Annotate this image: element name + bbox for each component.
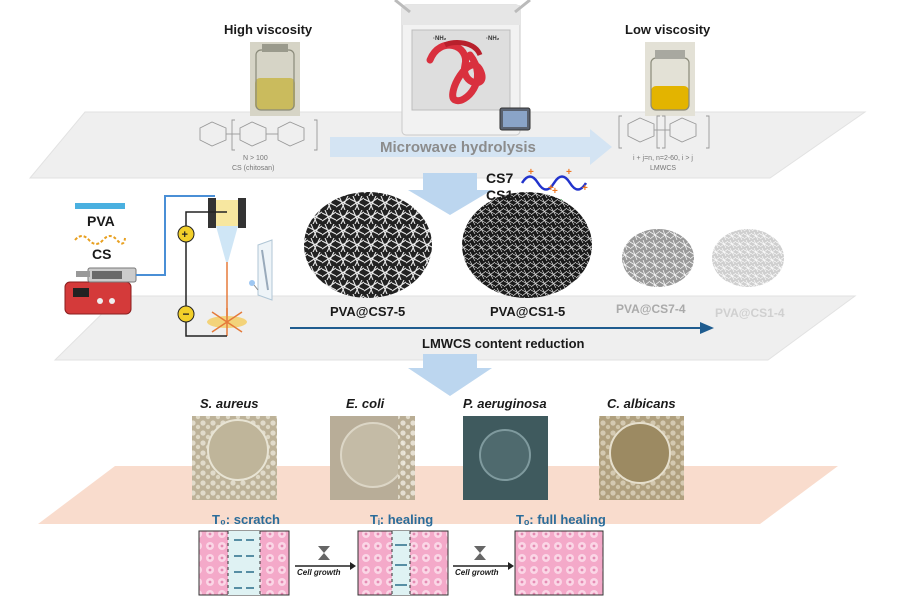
svg-text:+: + — [528, 167, 534, 178]
organism-label-4: C. albicans — [607, 396, 676, 411]
organism-label-1: S. aureus — [200, 396, 259, 411]
cell-growth-label-2: Cell growth — [455, 568, 499, 577]
lmwcs-n-label: i + j=n, n=2-60, i > j — [633, 155, 693, 162]
sample-label-2: PVA@CS1-5 — [490, 304, 565, 319]
sample-label-3: PVA@CS7-4 — [616, 302, 686, 316]
svg-text:·NH₂: ·NH₂ — [433, 36, 447, 42]
high-viscosity-label: High viscosity — [224, 22, 312, 37]
down-arrow-1 — [408, 173, 492, 215]
svg-text:+: + — [566, 167, 572, 178]
sem-pva-cs1-5 — [462, 192, 592, 298]
sample-label-1: PVA@CS7-5 — [330, 304, 405, 319]
pva-chain — [75, 236, 125, 244]
cs1-label: CS1 — [486, 187, 513, 203]
organism-label-2: E. coli — [346, 396, 384, 411]
cs7-label: CS7 — [486, 170, 513, 186]
svg-text:+: + — [582, 183, 588, 194]
scratch-panel-t0 — [199, 531, 289, 595]
hourglass-icon-2 — [474, 546, 486, 560]
svg-text:·NH₂: ·NH₂ — [486, 36, 500, 42]
microwave-reactor: ·NH₂ ·NH₂ — [395, 0, 530, 135]
ti-label: Tᵢ: healing — [370, 512, 433, 527]
stage3-plane — [38, 466, 838, 524]
organism-label-3: P. aeruginosa — [463, 396, 547, 411]
cs-label: CS — [92, 246, 111, 262]
sem-pva-cs7-5 — [304, 192, 432, 298]
trend-label: LMWCS content reduction — [422, 336, 585, 351]
cell-growth-label-1: Cell growth — [297, 568, 341, 577]
dish-s-aureus — [192, 416, 277, 500]
scratch-panel-ti — [358, 531, 448, 595]
high-viscosity-vial — [250, 42, 300, 116]
sem-pva-cs7-4 — [622, 229, 694, 287]
cs-name-label: CS (chitosan) — [232, 165, 274, 172]
tubing — [136, 196, 215, 275]
hourglass-icon-1 — [318, 546, 330, 560]
tf-label: Tₒ: full healing — [516, 512, 606, 527]
svg-text:+: + — [552, 186, 558, 197]
cs-n-label: N > 100 — [243, 155, 268, 162]
sem-pva-cs1-4 — [712, 229, 784, 287]
pva-label: PVA — [87, 213, 115, 229]
dish-p-aeruginosa — [463, 416, 548, 500]
svg-text:+: + — [182, 229, 188, 241]
microwave-hydrolysis-label: Microwave hydrolysis — [380, 139, 536, 156]
dish-e-coli — [330, 416, 415, 500]
svg-text:−: − — [183, 307, 190, 321]
syringe-pump — [65, 268, 136, 314]
scratch-panel-tf — [515, 531, 603, 595]
lmwcs-name-label: LMWCS — [650, 165, 676, 172]
pva-bar — [75, 203, 125, 209]
t0-label: T₀: scratch — [212, 512, 280, 527]
dish-c-albicans — [599, 416, 684, 500]
sample-label-4: PVA@CS1-4 — [715, 306, 785, 320]
low-viscosity-vial — [645, 42, 695, 116]
low-viscosity-label: Low viscosity — [625, 22, 710, 37]
